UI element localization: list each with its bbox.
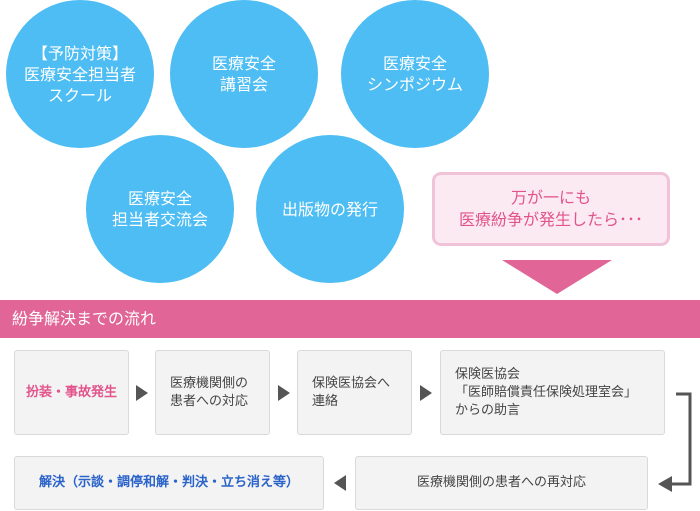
flow-step-response-label: 医療機関側の 患者への対応 [170,375,249,409]
circle-school: 【予防対策】 医療安全担当者 スクール [6,0,154,148]
circle-exchange: 医療安全 担当者交流会 [86,135,234,283]
flow-step-advice-label: 保険医協会 「医師賠償責任保険処理室会」 からの助言 [455,366,638,418]
flow-step-response: 医療機関側の 患者への対応 [155,350,270,435]
flow-step-reresponse-label: 医療機関側の患者への再対応 [416,475,586,490]
flow-step-incident-label: 扮装・事故発生 [25,384,117,400]
flow-step-resolution: 解決（示談・調停和解・判決・立ち消え等） [14,456,324,510]
circle-seminar: 医療安全 講習会 [170,0,318,148]
flow-step-contact-label: 保険医協会へ 連絡 [312,375,391,409]
arrow-right-icon [278,385,290,401]
flow-banner: 紛争解決までの流れ [0,300,700,338]
down-arrow-icon [502,260,612,294]
arrow-right-icon [420,385,432,401]
arrow-left-icon [334,475,346,491]
flow-step-incident: 扮装・事故発生 [14,350,129,435]
circle-symposium: 医療安全 シンポジウム [341,0,489,148]
arrow-right-icon [136,385,148,401]
flow-step-resolution-label: 解決（示談・調停和解・判決・立ち消え等） [38,475,299,490]
flow-step-contact: 保険医協会へ 連絡 [297,350,412,435]
connector-arrow-icon [658,392,692,492]
circle-publication: 出版物の発行 [256,135,404,283]
notice-box: 万が一にも 医療紛争が発生したら･･･ [432,172,670,246]
flow-step-reresponse: 医療機関側の患者への再対応 [355,456,648,510]
flow-step-advice: 保険医協会 「医師賠償責任保険処理室会」 からの助言 [440,350,665,435]
